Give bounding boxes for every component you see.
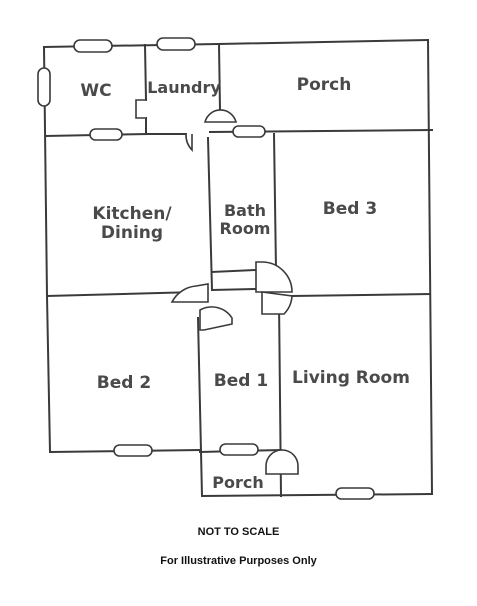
label-bed3: Bed 3	[323, 199, 377, 219]
label-laundry: Laundry	[147, 78, 221, 97]
door-kitchen	[185, 133, 193, 153]
wall-right	[426, 38, 434, 496]
door-porch-top	[203, 109, 238, 123]
label-porch-top: Porch	[297, 75, 352, 95]
window-living-bottom	[335, 487, 375, 500]
illustrative-note: For Illustrative Purposes Only	[160, 555, 317, 567]
label-bed1: Bed 1	[214, 371, 268, 391]
window-wc-top	[73, 39, 113, 53]
wall-left-bottom	[45, 294, 52, 454]
label-bed2: Bed 2	[97, 373, 151, 393]
wall-bath-left	[206, 136, 214, 292]
walls	[42, 38, 434, 498]
wall-laundry-porch	[217, 42, 222, 112]
window-bed2-bottom	[113, 444, 153, 457]
windows	[37, 37, 375, 500]
window-wc-left	[37, 67, 51, 107]
wall-mid-right	[290, 292, 432, 298]
door-bath	[255, 261, 293, 293]
label-living: Living Room	[292, 368, 410, 388]
label-wc: WC	[80, 81, 111, 101]
window-laundry-top	[156, 37, 196, 51]
wall-bath-right	[272, 132, 278, 272]
wall-mid-left	[45, 290, 198, 298]
not-to-scale-note: NOT TO SCALE	[197, 526, 280, 538]
label-kitchen-1: Kitchen/	[92, 204, 172, 224]
door-laundry	[135, 99, 146, 119]
door-hall-left	[170, 283, 209, 303]
window-bed1-bottom	[219, 443, 259, 456]
doors	[135, 99, 299, 475]
window-bath-top	[232, 125, 266, 138]
label-kitchen-2: Dining	[101, 223, 163, 243]
label-porch-bottom: Porch	[212, 473, 263, 492]
label-bath-1: Bath	[224, 201, 266, 220]
door-living	[261, 291, 293, 315]
door-hall-bed1	[199, 306, 233, 331]
wall-bath-bottom1	[210, 268, 258, 274]
room-labels: WC Laundry Porch Kitchen/ Dining Bath Ro…	[80, 75, 410, 492]
label-bath-2: Room	[220, 219, 271, 238]
wall-bottom	[200, 492, 434, 498]
wall-bed1-left	[196, 316, 204, 498]
wall-bath-bottom2	[210, 287, 258, 292]
door-porch-bottom	[265, 449, 299, 475]
wall-wc-laundry	[143, 43, 148, 102]
window-wc-bottom	[89, 128, 123, 141]
